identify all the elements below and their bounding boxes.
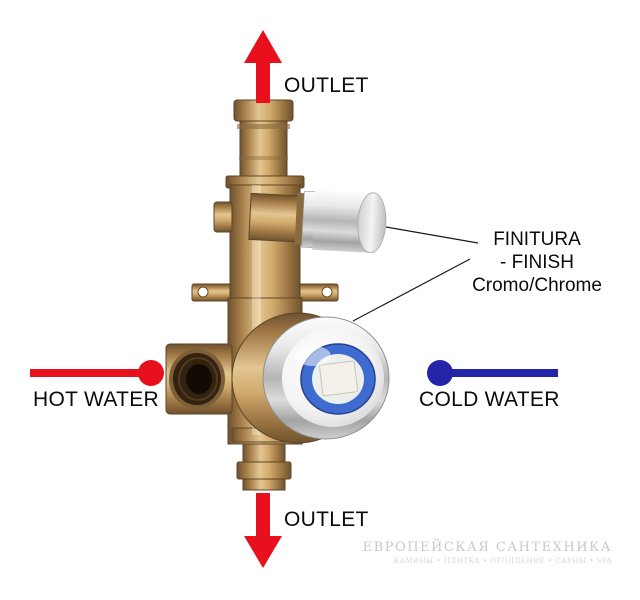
watermark: ЕВРОПЕЙСКАЯ САНТЕХНИКА КАМИНЫ • ПЛИТКА •… <box>363 540 612 565</box>
finish-label-line1: FINITURA <box>493 229 581 250</box>
valve-body-illustration <box>165 99 390 491</box>
chrome-knob <box>248 189 387 254</box>
chrome-cartridge-cap <box>231 312 390 444</box>
outlet-top-label: OUTLET <box>284 74 369 97</box>
hot-water-label: HOT WATER <box>33 388 159 411</box>
outlet-top-arrow <box>244 30 282 103</box>
finish-pointer-line-cap <box>352 258 471 322</box>
watermark-subtitle: КАМИНЫ • ПЛИТКА • ОТОПЛЕНИЕ • САУНЫ • SP… <box>393 557 612 565</box>
outlet-bottom-label: OUTLET <box>284 508 369 531</box>
outlet-bottom-arrow <box>244 493 282 568</box>
finish-label-line3: Cromo/Chrome <box>472 275 602 296</box>
cold-water-label: COLD WATER <box>419 388 560 411</box>
watermark-title: ЕВРОПЕЙСКАЯ САНТЕХНИКА <box>362 540 612 555</box>
cold-water-line <box>427 360 558 386</box>
finish-pointer-line-knob <box>385 226 479 244</box>
finish-label-line2: - FINISH <box>500 252 574 273</box>
hot-water-line <box>30 360 164 386</box>
finish-label-block: FINITURA - FINISH Cromo/Chrome <box>452 228 622 297</box>
